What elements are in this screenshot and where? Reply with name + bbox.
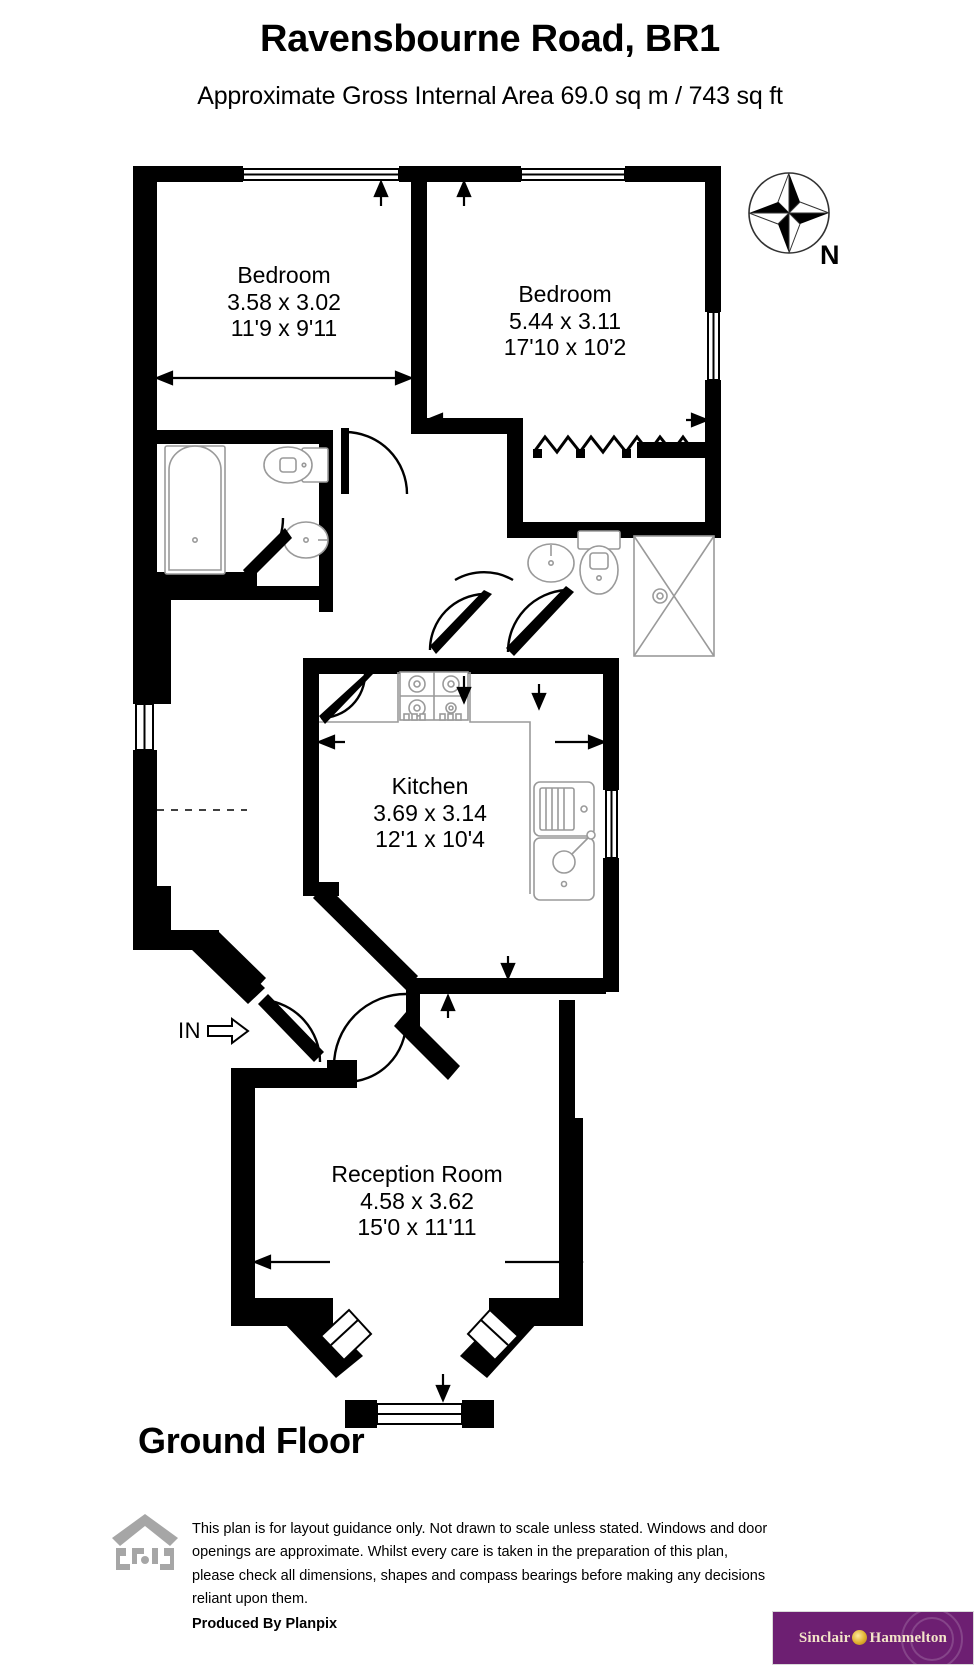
area-subtitle: Approximate Gross Internal Area 69.0 sq …	[197, 82, 783, 110]
room-dim-imperial: 15'0 x 11'11	[357, 1214, 477, 1241]
logo-name-left: Sinclair	[798, 1629, 851, 1646]
produced-by-text: Produced By Planpix	[192, 1615, 338, 1632]
room-name: Kitchen	[391, 773, 469, 799]
room-dim-imperial: 11'9 x 9'11	[230, 315, 338, 342]
room-label-bedroom-1: Bedroom 3.58 x 3.02 11'9 x 9'11	[175, 262, 393, 342]
room-name: Reception Room	[331, 1161, 503, 1187]
page-title: Ravensbourne Road, BR1	[259, 18, 721, 60]
room-dim-metric: 3.58 x 3.02	[227, 288, 341, 315]
logo-name-right: Hammelton	[869, 1629, 948, 1646]
room-name: Bedroom	[237, 262, 331, 288]
compass-rose-icon	[748, 172, 830, 254]
room-label-kitchen: Kitchen 3.69 x 3.14 12'1 x 10'4	[320, 773, 540, 853]
entrance-in-label: IN	[178, 1018, 201, 1043]
room-dim-imperial: 17'10 x 10'2	[503, 334, 627, 361]
room-label-bedroom-2: Bedroom 5.44 x 3.11 17'10 x 10'2	[455, 281, 675, 361]
logo-ring-outer-icon	[901, 1612, 963, 1664]
room-dim-imperial: 12'1 x 10'4	[375, 826, 485, 853]
logo-text: Sinclair Hammelton	[798, 1629, 948, 1647]
compass-north-label: N	[820, 240, 840, 270]
house-icon	[112, 1514, 178, 1570]
floor-title: Ground Floor	[138, 1420, 365, 1461]
brand-logo[interactable]: Sinclair Hammelton	[772, 1611, 974, 1665]
room-label-reception-room: Reception Room 4.58 x 3.62 15'0 x 11'11	[297, 1161, 537, 1241]
gold-circle-icon	[852, 1629, 868, 1645]
room-name: Bedroom	[518, 281, 612, 307]
arrow-right-icon	[207, 1017, 250, 1045]
room-dim-metric: 3.69 x 3.14	[373, 799, 487, 826]
footer-disclaimer: This plan is for layout guidance only. N…	[192, 1518, 770, 1636]
disclaimer-text: This plan is for layout guidance only. N…	[192, 1521, 768, 1608]
logo-ring-inner-icon	[910, 1617, 954, 1661]
room-dim-metric: 5.44 x 3.11	[508, 307, 622, 334]
room-dim-metric: 4.58 x 3.62	[360, 1187, 474, 1214]
